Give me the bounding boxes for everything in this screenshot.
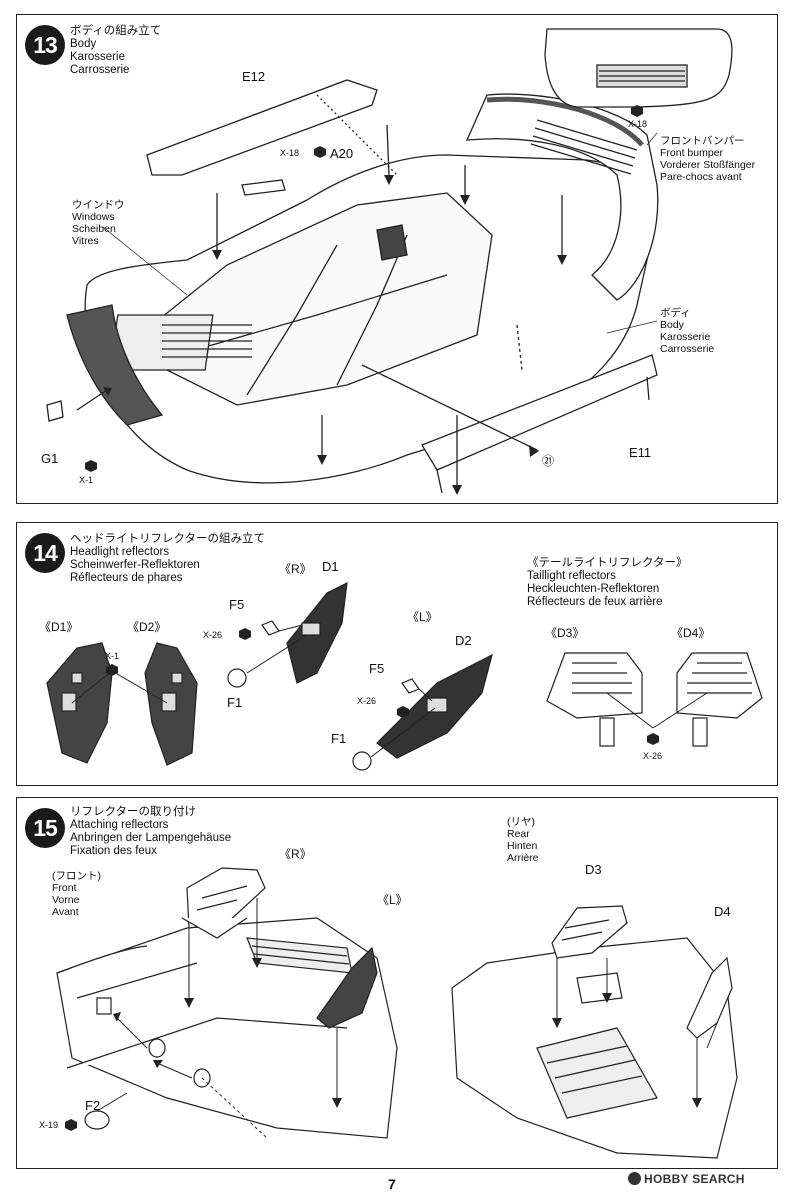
step-number-13: 13	[25, 25, 65, 65]
part-d1: D1	[322, 559, 339, 574]
tag-d1: 《D1》	[39, 620, 79, 634]
ref-step-21: ㉑	[542, 454, 555, 468]
title-en: Body	[70, 38, 97, 50]
screw-x26-a: X-26	[203, 630, 223, 640]
title-en: Attaching reflectors	[70, 819, 169, 831]
label-windows: ウインドウ Windows Scheiben Vitres	[72, 199, 125, 247]
front-bumper-de: Vorderer Stoßfänger	[660, 159, 756, 171]
front-fr: Avant	[52, 906, 79, 918]
part-d3: D3	[585, 862, 602, 877]
rear-fr: Arrière	[507, 852, 539, 864]
tag-d2: 《D2》	[127, 620, 167, 634]
watermark-text: HOBBY SEARCH	[644, 1172, 745, 1186]
title-de: Anbringen der Lampengehäuse	[70, 832, 232, 844]
part-e12: E12	[242, 69, 266, 84]
part-g1: G1	[41, 451, 59, 466]
windows-en: Windows	[72, 211, 115, 223]
tag-r: 《R》	[279, 562, 312, 576]
step-15-title: リフレクターの取り付け Attaching reflectors Anbring…	[70, 806, 231, 858]
front-en: Front	[52, 882, 77, 894]
title-fr: Carrosserie	[70, 64, 130, 76]
part-f1-a: F1	[227, 695, 243, 710]
windows-de: Scheiben	[72, 223, 116, 235]
page-number: 7	[388, 1176, 396, 1192]
windows-ja: ウインドウ	[72, 199, 125, 211]
tail-title-fr: Réflecteurs de feux arrière	[527, 596, 663, 608]
step-number-15: 15	[25, 808, 65, 848]
taillight-title: 《テールライトリフレクター》 Taillight reflectors Heck…	[527, 557, 688, 609]
rear-ja: (リヤ)	[507, 816, 535, 828]
title-fr: Fixation des feux	[70, 845, 157, 857]
hobby-search-logo-icon	[628, 1172, 641, 1185]
tag-d4: 《D4》	[671, 626, 711, 640]
front-ja: (フロント)	[52, 870, 101, 882]
step-14-panel: 14 ヘッドライトリフレクターの組み立て Headlight reflector…	[16, 522, 778, 786]
step-14-title: ヘッドライトリフレクターの組み立て Headlight reflectors S…	[70, 533, 265, 585]
tail-title-en: Taillight reflectors	[527, 570, 616, 582]
title-de: Karosserie	[70, 51, 125, 63]
body-de: Karosserie	[660, 331, 711, 343]
part-a20: A20	[330, 146, 354, 161]
label-rear: (リヤ) Rear Hinten Arrière	[507, 816, 539, 864]
screw-x1: X-1	[105, 651, 120, 661]
screw-x18-b: X-18	[628, 119, 648, 129]
part-e11: E11	[629, 445, 652, 460]
step-15-panel: 15 リフレクターの取り付け Attaching reflectors Anbr…	[16, 797, 778, 1169]
title-ja: リフレクターの取り付け	[70, 806, 197, 818]
label-body: ボディ Body Karosserie Carrosserie	[660, 307, 714, 355]
windows-fr: Vitres	[72, 235, 99, 247]
tail-title-de: Heckleuchten-Reflektoren	[527, 583, 660, 595]
part-f2: F2	[85, 1098, 101, 1113]
body-ja: ボディ	[660, 307, 691, 319]
tail-title-ja: 《テールライトリフレクター》	[527, 557, 688, 569]
body-fr: Carrosserie	[660, 343, 715, 355]
label-front-bumper: フロントバンパー Front bumper Vorderer Stoßfänge…	[660, 135, 755, 183]
tag-l: 《L》	[407, 610, 438, 624]
tag-d3: 《D3》	[545, 626, 585, 640]
label-front: (フロント) Front Vorne Avant	[52, 870, 101, 918]
front-bumper-fr: Pare-chocs avant	[660, 171, 742, 183]
front-de: Vorne	[52, 894, 80, 906]
title-ja: ボディの組み立て	[70, 25, 162, 37]
part-f5-a: F5	[229, 597, 245, 612]
rear-en: Rear	[507, 828, 530, 840]
reflector-attach-diagram	[56, 867, 738, 1159]
watermark: HOBBY SEARCH	[628, 1172, 745, 1186]
part-f1-b: F1	[331, 731, 347, 746]
step-number-14: 14	[25, 533, 65, 573]
body-assembly-diagram	[46, 28, 733, 495]
screw-x26-b: X-26	[357, 696, 377, 706]
screw-x26-c: X-26	[643, 751, 663, 761]
title-de: Scheinwerfer-Reflektoren	[70, 559, 200, 571]
screw-x19: X-19	[39, 1120, 59, 1130]
part-d4: D4	[714, 904, 731, 919]
tag-l: 《L》	[377, 893, 408, 907]
tag-r: 《R》	[279, 847, 312, 861]
title-fr: Réflecteurs de phares	[70, 572, 183, 584]
part-f5-b: F5	[369, 661, 385, 676]
screw-x18-a: X-18	[280, 148, 300, 158]
screw-x1: X-1	[79, 475, 94, 485]
step-13-title: ボディの組み立て Body Karosserie Carrosserie	[70, 25, 161, 77]
step-13-panel: 13 ボディの組み立て Body Karosserie Carrosserie	[16, 14, 778, 504]
front-bumper-ja: フロントバンパー	[660, 135, 745, 147]
rear-de: Hinten	[507, 840, 538, 852]
front-bumper-en: Front bumper	[660, 147, 724, 159]
body-en: Body	[660, 319, 684, 331]
title-en: Headlight reflectors	[70, 546, 170, 558]
part-d2: D2	[455, 633, 472, 648]
reflector-diagram	[46, 581, 763, 771]
title-ja: ヘッドライトリフレクターの組み立て	[70, 533, 266, 545]
